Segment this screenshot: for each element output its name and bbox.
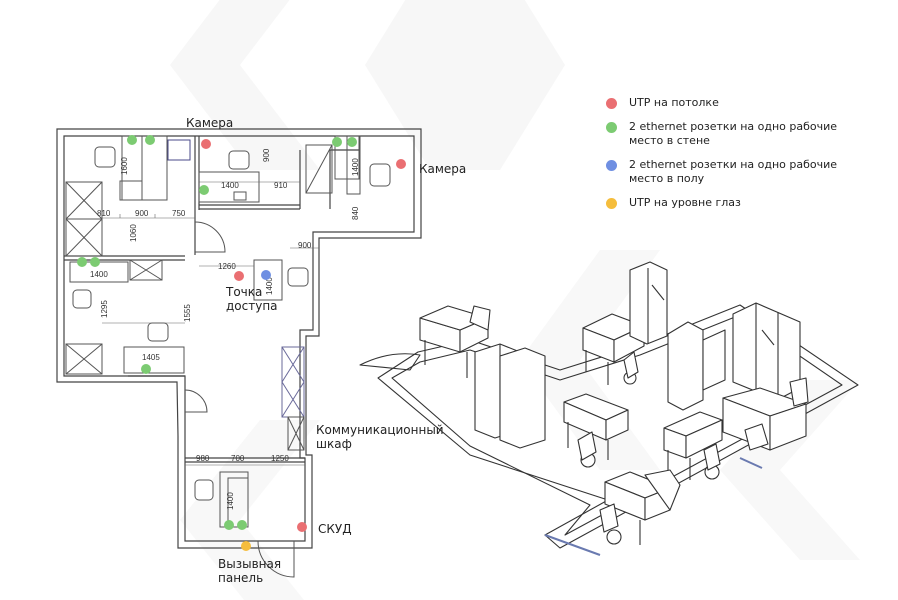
dimension-label: 980 bbox=[196, 454, 210, 463]
ethernet-wall-marker bbox=[145, 135, 155, 145]
desk bbox=[123, 346, 185, 374]
dimension-label: 1295 bbox=[100, 300, 109, 318]
iso-glass-wall bbox=[544, 534, 601, 556]
legend-item-ethernet-wall: 2 ethernet розетки на одно рабочие место… bbox=[606, 120, 876, 148]
dimension-label: 900 bbox=[135, 209, 149, 218]
legend-label: UTP на уровне глаз bbox=[629, 196, 741, 209]
legend-item-ethernet-floor: 2 ethernet розетки на одно рабочие место… bbox=[606, 158, 876, 186]
iso-workstation bbox=[419, 305, 491, 378]
iso-cabinet bbox=[474, 343, 546, 449]
chair bbox=[72, 289, 92, 309]
door-swing bbox=[184, 389, 208, 413]
skud-label: СКУД bbox=[318, 522, 352, 536]
comm-cabinet-label: Коммуникационный шкаф bbox=[316, 423, 444, 451]
utp-ceiling-marker bbox=[396, 159, 406, 169]
wardrobe bbox=[287, 416, 305, 451]
yellow-dot-icon bbox=[606, 198, 617, 209]
ethernet-wall-marker bbox=[77, 257, 87, 267]
ethernet-wall-marker bbox=[141, 364, 151, 374]
desk bbox=[346, 135, 361, 195]
wardrobe bbox=[129, 259, 163, 281]
dimension-label: 1400 bbox=[221, 181, 239, 190]
iso-workstation bbox=[599, 469, 681, 545]
desk bbox=[141, 135, 168, 201]
chair bbox=[194, 479, 214, 501]
legend-label: UTP на потолке bbox=[629, 96, 719, 109]
ethernet-wall-marker bbox=[237, 520, 247, 530]
legend-item-utp-ceiling: UTP на потолке bbox=[606, 96, 876, 110]
dimension-label: 1400 bbox=[226, 492, 235, 510]
iso-door bbox=[359, 353, 421, 371]
ethernet-wall-marker bbox=[199, 185, 209, 195]
ethernet-wall-marker bbox=[224, 520, 234, 530]
iso-glass-wall bbox=[739, 457, 763, 469]
outer-wall bbox=[56, 128, 422, 549]
dimension-label: 1400 bbox=[351, 158, 360, 176]
access-point-label: Точка доступа bbox=[226, 285, 278, 313]
iso-cabinet bbox=[667, 321, 726, 411]
green-dot-icon bbox=[606, 122, 617, 133]
dimension-label: 900 bbox=[298, 241, 312, 250]
wardrobe bbox=[65, 343, 103, 375]
desk-drawer bbox=[119, 180, 143, 201]
ethernet-wall-marker bbox=[332, 137, 342, 147]
utp-ceiling-marker bbox=[201, 139, 211, 149]
chair bbox=[228, 150, 250, 170]
dimension-label: 1405 bbox=[142, 353, 160, 362]
dimension-label: 750 bbox=[172, 209, 186, 218]
desk bbox=[253, 259, 283, 301]
wardrobe bbox=[305, 144, 333, 194]
ethernet-wall-marker bbox=[127, 135, 137, 145]
legend-label: 2 ethernet розетки на одно рабочие место… bbox=[629, 158, 838, 185]
chair bbox=[369, 163, 391, 187]
chair bbox=[287, 267, 309, 287]
dimension-label: 700 bbox=[231, 454, 245, 463]
iso-workstation bbox=[563, 393, 629, 468]
dimension-label: 1250 bbox=[271, 454, 289, 463]
camera-label-right: Камера bbox=[419, 162, 467, 176]
legend: UTP на потолке 2 ethernet розетки на одн… bbox=[606, 96, 876, 220]
dimension-label: 1400 bbox=[265, 277, 274, 295]
desk bbox=[198, 171, 260, 203]
ethernet-wall-marker bbox=[90, 257, 100, 267]
utp-eye-level-marker bbox=[241, 541, 251, 551]
armchair bbox=[167, 139, 191, 161]
blue-dot-icon bbox=[606, 160, 617, 171]
dimension-label: 1060 bbox=[129, 224, 138, 242]
dimension-label: 810 bbox=[97, 209, 111, 218]
iso-desk bbox=[722, 377, 809, 451]
call-panel-label: Вызывная панель bbox=[218, 557, 282, 585]
camera-label-top: Камера bbox=[186, 116, 234, 130]
red-dot-icon bbox=[606, 98, 617, 109]
dimension-label: 910 bbox=[274, 181, 288, 190]
dimension-label: 1400 bbox=[90, 270, 108, 279]
desk-drawer bbox=[233, 191, 247, 201]
utp-ceiling-marker bbox=[234, 271, 244, 281]
ethernet-wall-marker bbox=[347, 137, 357, 147]
chair bbox=[94, 146, 116, 168]
dimension-label: 900 bbox=[262, 148, 271, 162]
legend-label: 2 ethernet розетки на одно рабочие место… bbox=[629, 120, 838, 147]
iso-cabinet bbox=[732, 302, 801, 401]
dimension-label: 1600 bbox=[120, 157, 129, 175]
network-markers bbox=[77, 135, 406, 551]
iso-cabinet bbox=[629, 261, 668, 345]
dimension-label: 1555 bbox=[183, 304, 192, 322]
dimension-label: 840 bbox=[351, 206, 360, 220]
utp-ceiling-marker bbox=[297, 522, 307, 532]
door-swing bbox=[194, 221, 226, 253]
dimension-label: 1260 bbox=[218, 262, 236, 271]
door-swing bbox=[257, 540, 295, 578]
legend-item-utp-eye-level: UTP на уровне глаз bbox=[606, 196, 876, 210]
ethernet-floor-marker bbox=[261, 270, 271, 280]
iso-workstation bbox=[582, 313, 645, 385]
iso-workstation bbox=[663, 411, 723, 480]
